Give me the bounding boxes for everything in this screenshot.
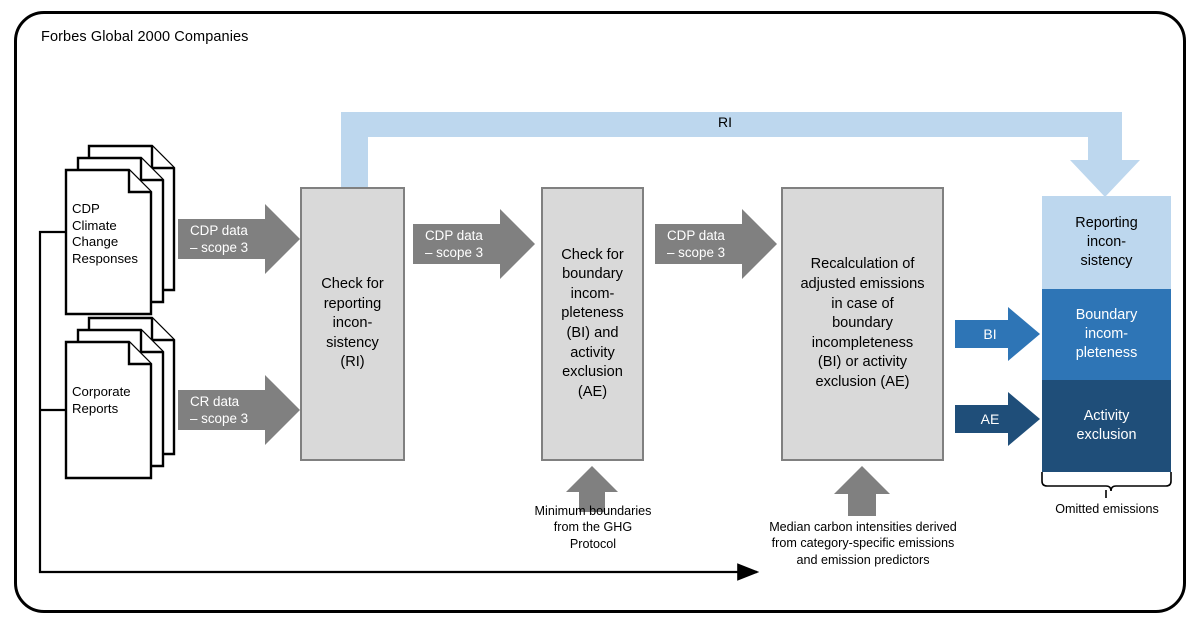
data-arrow-label-cdp-1: CDP data – scope 3 <box>190 223 249 255</box>
source-feedback-line <box>38 230 760 581</box>
gray-data-arrow-2 <box>178 375 300 445</box>
input-caption-median-intensities: Median carbon intensities derived from c… <box>769 520 957 567</box>
bi-result-arrow <box>955 307 1040 361</box>
diagram-outer-frame <box>14 11 1186 613</box>
source-label-corporate-reports: Corporate Reports <box>72 384 131 416</box>
data-arrow-label-cr: CR data – scope 3 <box>190 394 249 426</box>
ri-feedback-label: RI <box>718 114 732 130</box>
process-recalculation-adjusted-emissions[interactable]: Recalculation of adjusted emissions in c… <box>781 187 944 461</box>
source-label-cdp: CDP Climate Change Responses <box>72 201 138 266</box>
output-segment-boundary-incompleteness[interactable]: Boundary incom- pleteness <box>1042 289 1171 380</box>
gray-data-arrow-3 <box>413 209 535 279</box>
gray-data-arrow-1 <box>178 204 300 274</box>
bi-arrow-label: BI <box>983 326 997 342</box>
data-arrow-label-cdp-2: CDP data – scope 3 <box>425 228 484 260</box>
omitted-emissions-label: Omitted emissions <box>1055 502 1159 516</box>
process-check-reporting-inconsistency[interactable]: Check for reporting incon- sistency (RI) <box>300 187 405 461</box>
ae-result-arrow <box>955 392 1040 446</box>
page-title: Forbes Global 2000 Companies <box>41 29 249 45</box>
document-stack-icon-corporate <box>64 316 176 480</box>
gray-data-arrow-4 <box>655 209 777 279</box>
omitted-emissions-bracket <box>1041 472 1172 498</box>
input-caption-ghg-protocol: Minimum boundaries from the GHG Protocol <box>534 504 652 551</box>
data-arrow-label-cdp-3: CDP data – scope 3 <box>667 228 726 260</box>
output-segment-activity-exclusion[interactable]: Activity exclusion <box>1042 380 1171 472</box>
gray-input-arrow-ghg <box>566 466 618 512</box>
process-check-boundary-incompleteness[interactable]: Check for boundary incom- pleteness (BI)… <box>541 187 644 461</box>
gray-input-arrow-median <box>834 466 890 516</box>
document-stack-icon-cdp <box>64 144 176 316</box>
ae-arrow-label: AE <box>980 411 1000 427</box>
ri-feedback-connector <box>341 112 1140 197</box>
output-segment-reporting-inconsistency[interactable]: Reporting incon- sistency <box>1042 196 1171 289</box>
